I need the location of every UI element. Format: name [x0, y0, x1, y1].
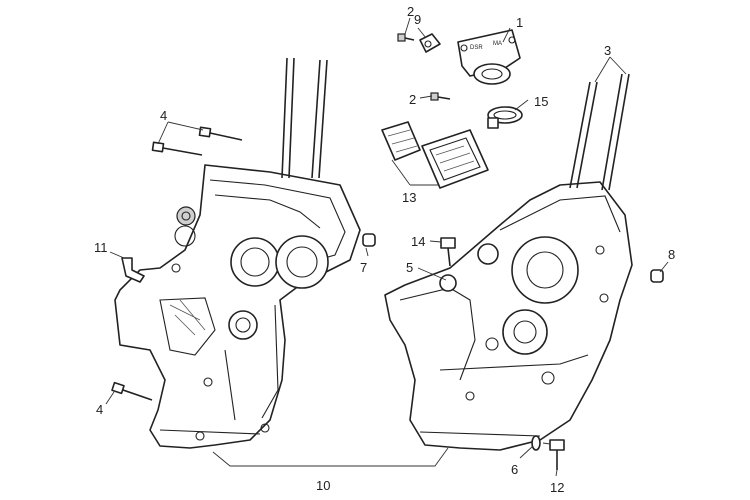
breather-fitting	[121, 257, 145, 283]
drain-bolt	[549, 439, 565, 470]
plug-screw	[440, 237, 456, 267]
right-crankcase-half	[384, 73, 633, 451]
bracket-clip	[419, 33, 441, 53]
left-crankcase-half	[114, 57, 361, 449]
callout-2-top: 2	[407, 4, 414, 19]
screw-top	[397, 33, 415, 42]
dowel-bushing	[362, 233, 376, 247]
callout-numbers: 1 2 9 3 4 2 15 13 14 5 7 8 11 4 6 12 10	[94, 4, 675, 495]
screw-middle	[430, 92, 451, 101]
callout-5: 5	[406, 260, 413, 275]
callout-12: 12	[550, 480, 564, 495]
long-bolt-bottom	[111, 381, 153, 401]
callout-13: 13	[402, 190, 416, 205]
callout-7: 7	[360, 260, 367, 275]
intake-mark-right: MA	[493, 41, 502, 47]
intake-manifold: DSR MA	[457, 29, 521, 85]
callout-2-middle: 2	[409, 92, 416, 107]
reed-valve	[381, 121, 489, 189]
right-dowel-bushing	[650, 269, 664, 283]
callout-3: 3	[604, 43, 611, 58]
callout-11: 11	[94, 240, 108, 255]
callout-15: 15	[534, 94, 548, 109]
callout-9: 9	[414, 12, 421, 27]
sealing-washer	[531, 435, 541, 451]
hose-clamp	[487, 106, 523, 129]
callout-1: 1	[516, 15, 523, 30]
long-bolts-top	[151, 126, 243, 156]
callout-8: 8	[668, 247, 675, 262]
callout-6: 6	[511, 462, 518, 477]
callout-4-top: 4	[160, 108, 167, 123]
callout-10: 10	[316, 478, 330, 493]
callout-4-bottom: 4	[96, 402, 103, 417]
leader-lines	[105, 17, 669, 477]
callout-14: 14	[411, 234, 425, 249]
intake-mark-left: DSR	[470, 45, 483, 51]
